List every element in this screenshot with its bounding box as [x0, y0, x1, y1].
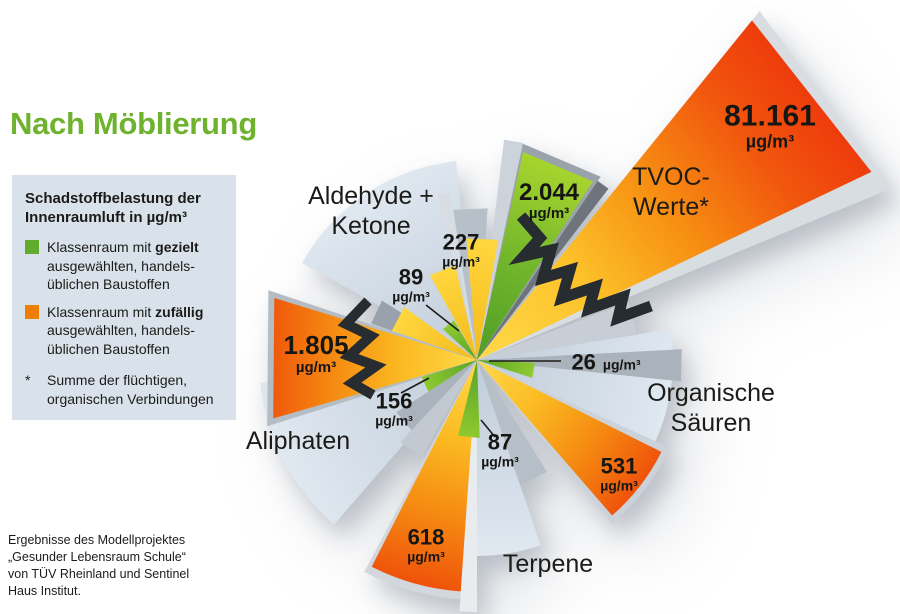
value-number: 618 — [407, 524, 445, 550]
value-unit: µg/m³ — [407, 548, 445, 565]
value-number: 227 — [442, 229, 480, 255]
source-line: von TÜV Rheinland und Sentinel — [8, 567, 190, 581]
gray-sliver — [477, 139, 524, 360]
value-label-aldehyde-zufaellig: 227 µg/m³ — [442, 231, 480, 270]
value-unit: µg/m³ — [375, 412, 413, 429]
value-unit: µg/m³ — [392, 288, 430, 305]
value-label-aldehyde-gezielt: 89 µg/m³ — [392, 266, 430, 305]
leader-line-87 — [480, 419, 496, 438]
value-label-aliphaten-gezielt: 156 µg/m³ — [375, 390, 413, 429]
value-label-tvoc-gezielt: 2.044 µg/m³ — [519, 180, 579, 222]
value-number: 531 — [600, 453, 638, 479]
scale-break-tvoc — [508, 212, 653, 327]
source-line: Haus Institut. — [8, 584, 81, 598]
category-label-line: Ketone — [331, 212, 411, 240]
value-number: 87 — [487, 429, 513, 455]
category-label-aldehyde-ketone: Aldehyde + Ketone — [308, 181, 434, 241]
category-label-terpene: Terpene — [503, 549, 593, 579]
value-number: 81.161 — [724, 99, 816, 133]
legend-item-zufaellig: Klassenraum mit zufällig ausgewählten, h… — [25, 303, 223, 359]
wedge-aldehyde-zufaellig — [430, 265, 477, 360]
gray-sliver — [396, 360, 477, 431]
value-number: 2.044 — [518, 179, 580, 206]
page-title: Nach Möblierung — [10, 106, 257, 141]
legend-heading: Schadstoffbelastung der Innenraumluft in… — [25, 190, 201, 226]
gray-sliver — [477, 349, 682, 382]
legend-text-rest: ausgewählten, handels-üblichen Baustoffe… — [47, 322, 195, 357]
yellow-accent — [466, 238, 499, 360]
legend-text-prefix: Klassenraum mit — [47, 303, 156, 320]
category-label-tvoc: TVOC- Werte* — [632, 162, 710, 222]
source-note: Ergebnisse des Modellprojektes „Gesunder… — [8, 532, 189, 600]
wedge-aldehyde-green — [442, 320, 477, 360]
leader-line-89 — [425, 304, 460, 332]
category-label-line: Organische — [647, 379, 775, 407]
legend-box: Schadstoffbelastung der Innenraumluft in… — [12, 175, 236, 420]
legend-item-text: Klassenraum mit gezielt ausgewählten, ha… — [47, 238, 223, 294]
value-label-terpene-zufaellig: 618 µg/m³ — [407, 526, 445, 565]
value-unit: µg/m³ — [602, 356, 641, 373]
source-line: Ergebnisse des Modellprojektes — [8, 533, 186, 547]
legend-item-text: Klassenraum mit zufällig ausgewählten, h… — [47, 303, 223, 359]
value-unit: µg/m³ — [442, 253, 480, 270]
value-unit: µg/m³ — [528, 205, 570, 222]
category-label-line: Terpene — [502, 550, 594, 578]
gray-sliver — [477, 360, 547, 485]
legend-text-rest: ausgewählten, handels-üblichen Baustoffe… — [47, 257, 195, 293]
value-number: 1.805 — [283, 330, 349, 360]
value-label-saeuren-zufaellig: 531 µg/m³ — [600, 455, 638, 494]
footnote-text: Summe der flüchtigen, organischen Verbin… — [47, 372, 214, 407]
value-label-tvoc-zufaellig: 81.161 µg/m³ — [724, 101, 816, 152]
category-label-aliphaten: Aliphaten — [246, 426, 350, 456]
value-unit: µg/m³ — [481, 453, 519, 470]
gray-sliver — [477, 301, 637, 360]
wedge-saeuren-orange — [477, 360, 662, 516]
asterisk-marker: * — [25, 372, 31, 388]
source-line: „Gesunder Lebensraum Schule“ — [8, 550, 186, 564]
category-label-line: Säuren — [670, 409, 752, 437]
orange-swatch-icon — [25, 304, 39, 319]
legend-text-prefix: Klassenraum mit — [47, 239, 156, 255]
legend-item-gezielt: Klassenraum mit gezielt ausgewählten, ha… — [25, 238, 223, 294]
value-label-saeuren-gezielt: 26 µg/m³ — [571, 351, 640, 374]
category-label-line: TVOC- — [632, 163, 710, 191]
wedge-aliphaten-green — [421, 360, 477, 392]
value-unit: µg/m³ — [745, 131, 795, 152]
gray-sliver — [400, 360, 477, 457]
category-label-line: Aldehyde + — [308, 182, 434, 210]
wedge-tvoc-orange — [477, 20, 872, 361]
wedge-saeuren-green — [477, 360, 535, 378]
value-label-terpene-gezielt: 87 µg/m³ — [481, 431, 519, 470]
wedge-terpene-green — [458, 360, 480, 438]
legend-text-bold: zufällig — [155, 303, 204, 320]
value-unit: µg/m³ — [295, 359, 337, 376]
yellow-accent — [391, 307, 477, 360]
value-number: 26 — [571, 349, 596, 375]
category-label-line: Werte* — [633, 193, 709, 221]
legend-footnote: * Summe der flüchtigen, organischen Verb… — [25, 371, 223, 408]
wedge-aliphaten-orange — [273, 298, 477, 419]
category-label-organische-saeuren: Organische Säuren — [647, 378, 775, 438]
green-swatch-icon — [25, 240, 39, 254]
scale-break-aliphaten — [337, 297, 387, 400]
legend-text-bold: gezielt — [155, 239, 199, 255]
leader-line-156 — [400, 377, 430, 394]
value-label-aliphaten-zufaellig: 1.805 µg/m³ — [283, 330, 349, 377]
value-number: 156 — [375, 388, 413, 414]
category-label-line: Aliphaten — [245, 427, 351, 455]
value-number: 89 — [398, 264, 424, 290]
value-unit: µg/m³ — [600, 477, 638, 494]
wedge-terpene-orange — [371, 360, 477, 592]
